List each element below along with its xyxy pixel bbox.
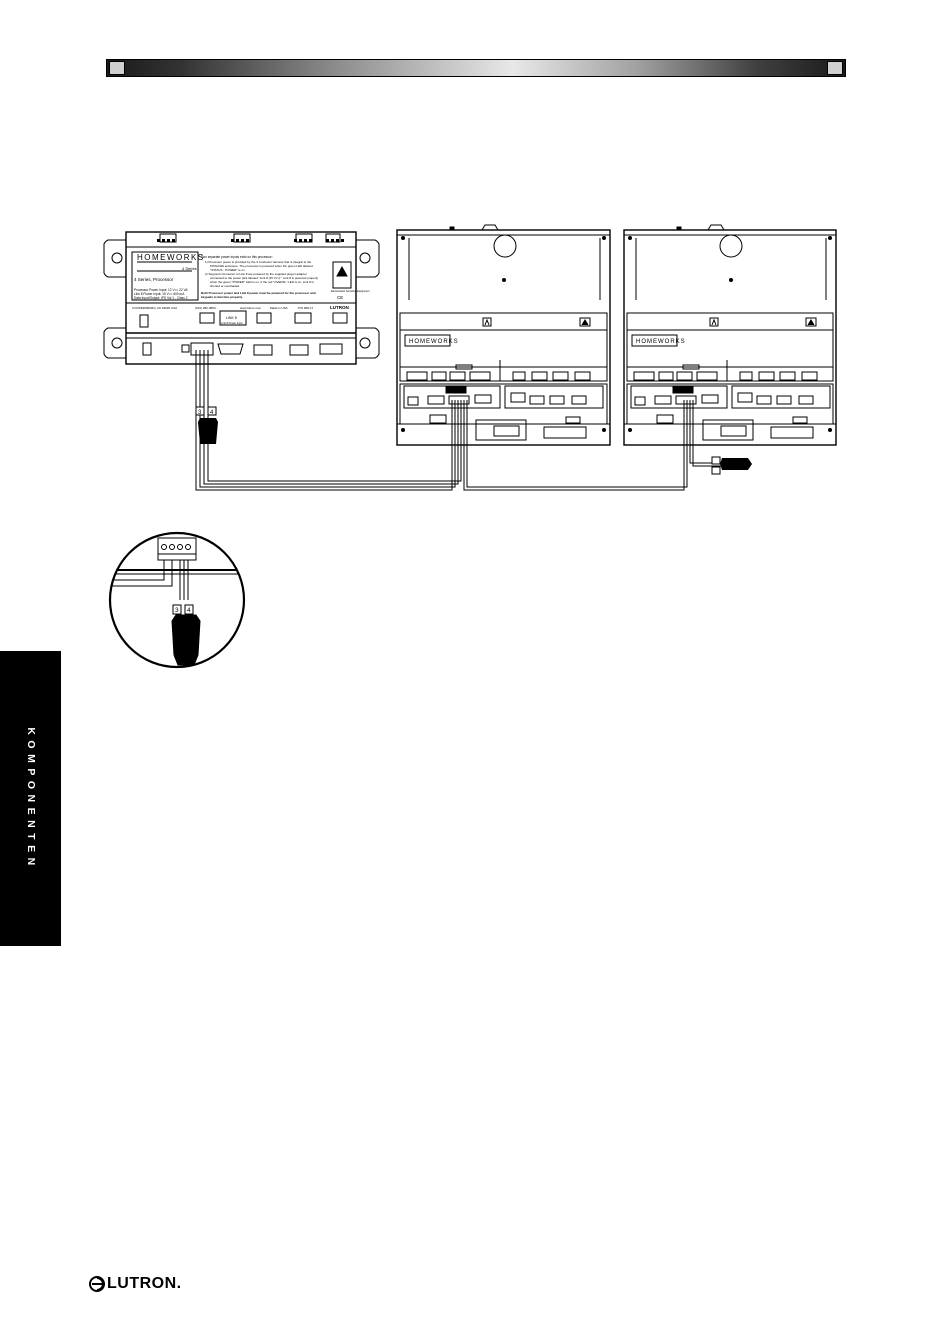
processor-note-title: Two separate power inputs exist on this … [201, 255, 273, 259]
processor-jack-label: Link 8 Power Input [221, 321, 243, 325]
processor-labels: HOMEWORKS 4 Series 4 Series, Processor P… [132, 253, 370, 325]
cable-tags: 3 4 [198, 410, 214, 416]
processor-ce: CE [337, 295, 343, 300]
processor-warning: Electrostatic Sensitive Equipment [331, 289, 370, 293]
processor-footer-2: (610) 282-3800 [195, 306, 216, 310]
cable-tag-b: 4 [210, 410, 214, 416]
enclosure-1-brand: HOMEWORKS [409, 339, 459, 345]
processor-footer-4: Made in USA [270, 306, 288, 310]
processor-rating-3: Data Input/Output: IPS Vol 1 - Class 2 [134, 296, 188, 300]
processor-note-2c: when the green "POWER" LED is on. If the… [210, 280, 314, 284]
processor-model-suffix: 4 Series [182, 266, 197, 271]
header-square-left [109, 61, 125, 75]
processor-note-1a: 1) Processor power is provided by the 3 … [205, 260, 312, 264]
enclosure-1-labels: HOMEWORKS [409, 339, 459, 345]
processor-note-2a: 2) Segment Connector to Link 8 are power… [205, 272, 307, 276]
cable-tag-a: 3 [198, 410, 202, 416]
enclosure-2 [623, 224, 837, 446]
processor-footer-5: P/N 068-LT [298, 306, 313, 310]
processor-note-2b: connected to the power jack labeled "Lin… [210, 276, 319, 280]
processor-note-1c: "STATUS - POWER" is on. [210, 268, 246, 272]
enclosure-2-brand: HOMEWORKS [636, 339, 686, 345]
processor-rating-1: Processor Power Input: 12 V== 22 VA [134, 288, 189, 292]
processor-footer-3: www.lutron.com [240, 306, 262, 310]
processor-note-1b: PWG/LWA enclosure. The processor is powe… [210, 264, 313, 268]
processor-brand: HOMEWORKS [137, 253, 205, 262]
header-square-right [827, 61, 843, 75]
lutron-logo-text: LUTRON. [107, 1275, 182, 1292]
ferrite-bead-2 [711, 456, 752, 475]
lutron-logo-icon [89, 1276, 105, 1292]
lutron-logo: LUTRON. [89, 1275, 182, 1293]
processor-link-label: LINK 8 [226, 316, 237, 320]
ferrite-bead-1 [195, 406, 218, 444]
processor-note-2d: shorted or overloaded. [210, 284, 240, 288]
processor-unit [103, 231, 380, 365]
detail-magnifier: 3 4 [108, 531, 246, 669]
processor-rating-2: Link 8 Power Input: 15 V== 600 mA [134, 292, 185, 296]
detail-tag-b: 4 [187, 607, 191, 614]
enclosure-1 [396, 224, 611, 446]
processor-subtitle: 4 Series, Processor [134, 277, 174, 282]
header-bar [106, 59, 846, 77]
detail-tag-a: 3 [175, 607, 179, 614]
processor-footer-1: COOPERSBURG, PA 18036 USA [132, 306, 177, 310]
side-tab: KOMPONENTEN [0, 651, 61, 946]
processor-footer-brand: LUTRON [330, 305, 349, 310]
processor-note-bold-1: Both Processor power and Link 8 power mu… [201, 291, 316, 295]
processor-note-bold-2: keypads to function properly. [201, 295, 243, 299]
enclosure-2-labels: HOMEWORKS [636, 339, 686, 345]
